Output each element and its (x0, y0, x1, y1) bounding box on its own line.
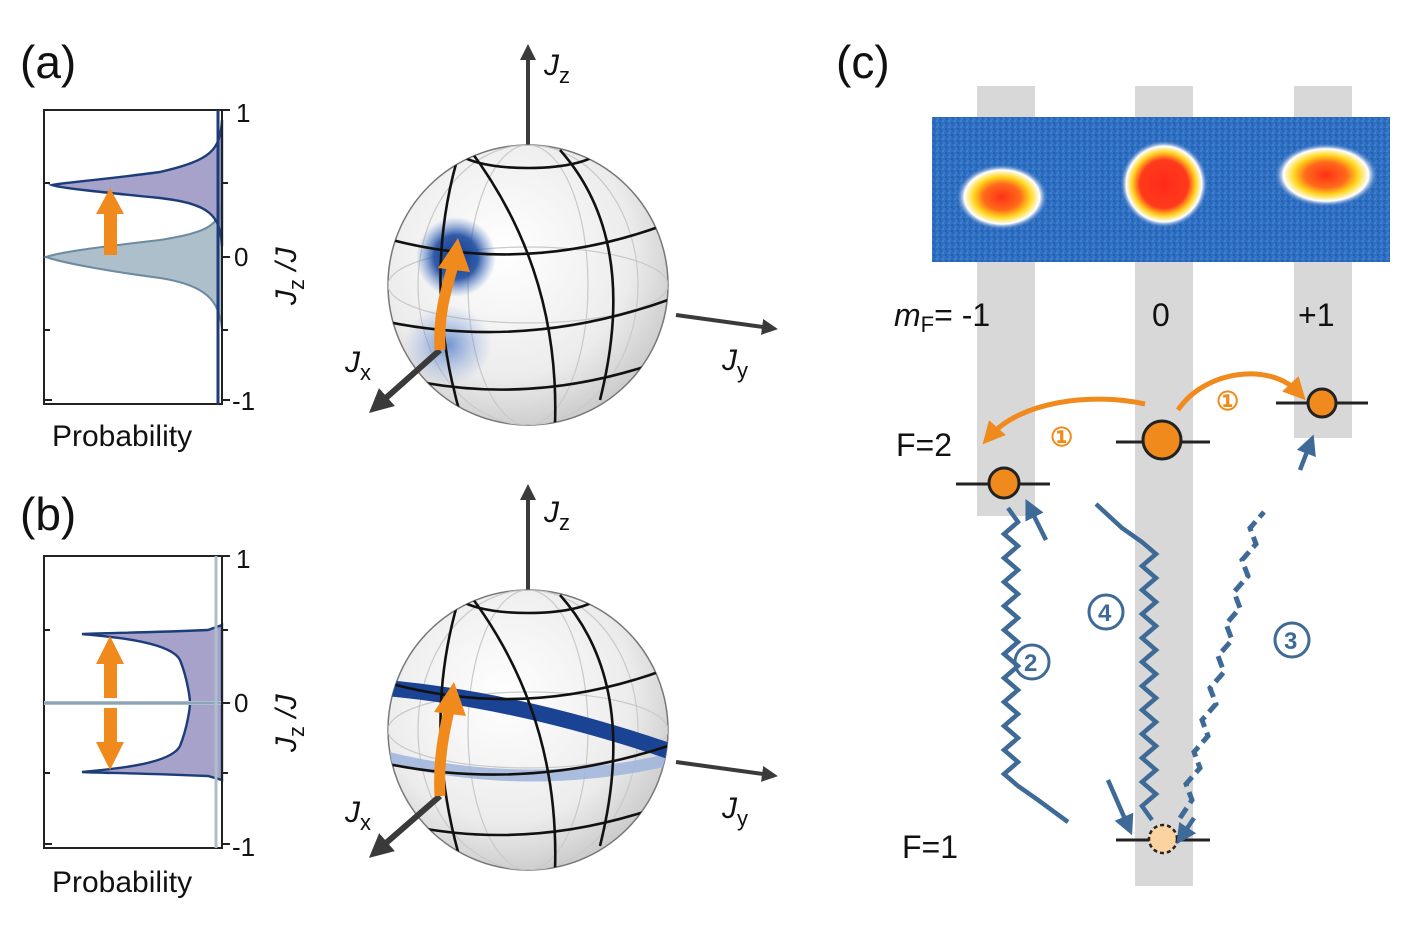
jx-label-a: Jx (344, 346, 371, 385)
step-4-badge: 4 (1087, 593, 1125, 631)
atom-mf-minus1 (987, 466, 1021, 500)
split-arrow-down-b (96, 708, 124, 770)
jz-label-a: Jz (543, 49, 570, 88)
y-axis-label-a: Jz /J (270, 246, 309, 306)
jz-label-b: Jz (543, 496, 570, 535)
bloch-sphere-a: Jz Jy Jx (344, 44, 778, 426)
step-3-badge: 3 (1273, 621, 1311, 659)
tick-label-bottom-a: -1 (232, 386, 255, 416)
panel-label-a: (a) (20, 36, 76, 88)
y-axis-label-b: Jz /J (270, 693, 309, 753)
f2-label: F=2 (896, 427, 952, 463)
svg-text:3: 3 (1284, 628, 1297, 655)
shift-arrow-a (96, 188, 124, 255)
distribution-plot-b: 1 0 -1 Jz /J Probability (43, 544, 309, 899)
tick-label-mid-b: 0 (234, 688, 248, 718)
panel-label-b: (b) (20, 488, 76, 540)
f1-label: F=1 (902, 829, 958, 865)
mf-value-plus1: +1 (1298, 297, 1334, 333)
distribution-shifted (47, 119, 224, 247)
step-1-right: ① (1216, 386, 1239, 416)
transition-arrow-4 (1094, 502, 1160, 822)
mf-label: mF= -1 (894, 297, 990, 337)
panel-label-c: (c) (836, 36, 890, 88)
distribution-plot-a: 1 0 -1 Jz /J Probability (43, 98, 309, 453)
distribution-initial (43, 199, 223, 331)
atom-f1 (1147, 823, 1179, 855)
svg-text:2: 2 (1024, 650, 1037, 677)
tick-label-bottom-b: -1 (232, 832, 255, 862)
split-arrow-up-b (96, 636, 124, 698)
absorption-image (932, 117, 1390, 262)
x-axis-label-a: Probability (52, 420, 192, 453)
step-1-left: ① (1050, 422, 1073, 452)
transition-arrow-3 (1177, 510, 1266, 820)
level-diagram-c: mF= -1 0 +1 F=2 ① ① F=1 2 (894, 86, 1390, 886)
tick-label-mid-a: 0 (234, 242, 248, 272)
x-axis-label-b: Probability (52, 866, 192, 899)
jy-label-a: Jy (721, 344, 748, 383)
tick-label-top-a: 1 (236, 98, 250, 128)
bloch-sphere-b: Jz Jy Jx (344, 484, 778, 871)
jy-label-b: Jy (721, 792, 748, 831)
atom-mf-plus1 (1306, 387, 1338, 419)
transition-arrow-2 (1000, 506, 1070, 824)
tick-label-top-b: 1 (236, 544, 250, 574)
svg-text:4: 4 (1098, 600, 1112, 627)
step-2-badge: 2 (1013, 643, 1051, 681)
atom-mf-0 (1141, 419, 1183, 461)
jx-label-b: Jx (344, 796, 371, 835)
mf-value-0: 0 (1152, 297, 1170, 333)
